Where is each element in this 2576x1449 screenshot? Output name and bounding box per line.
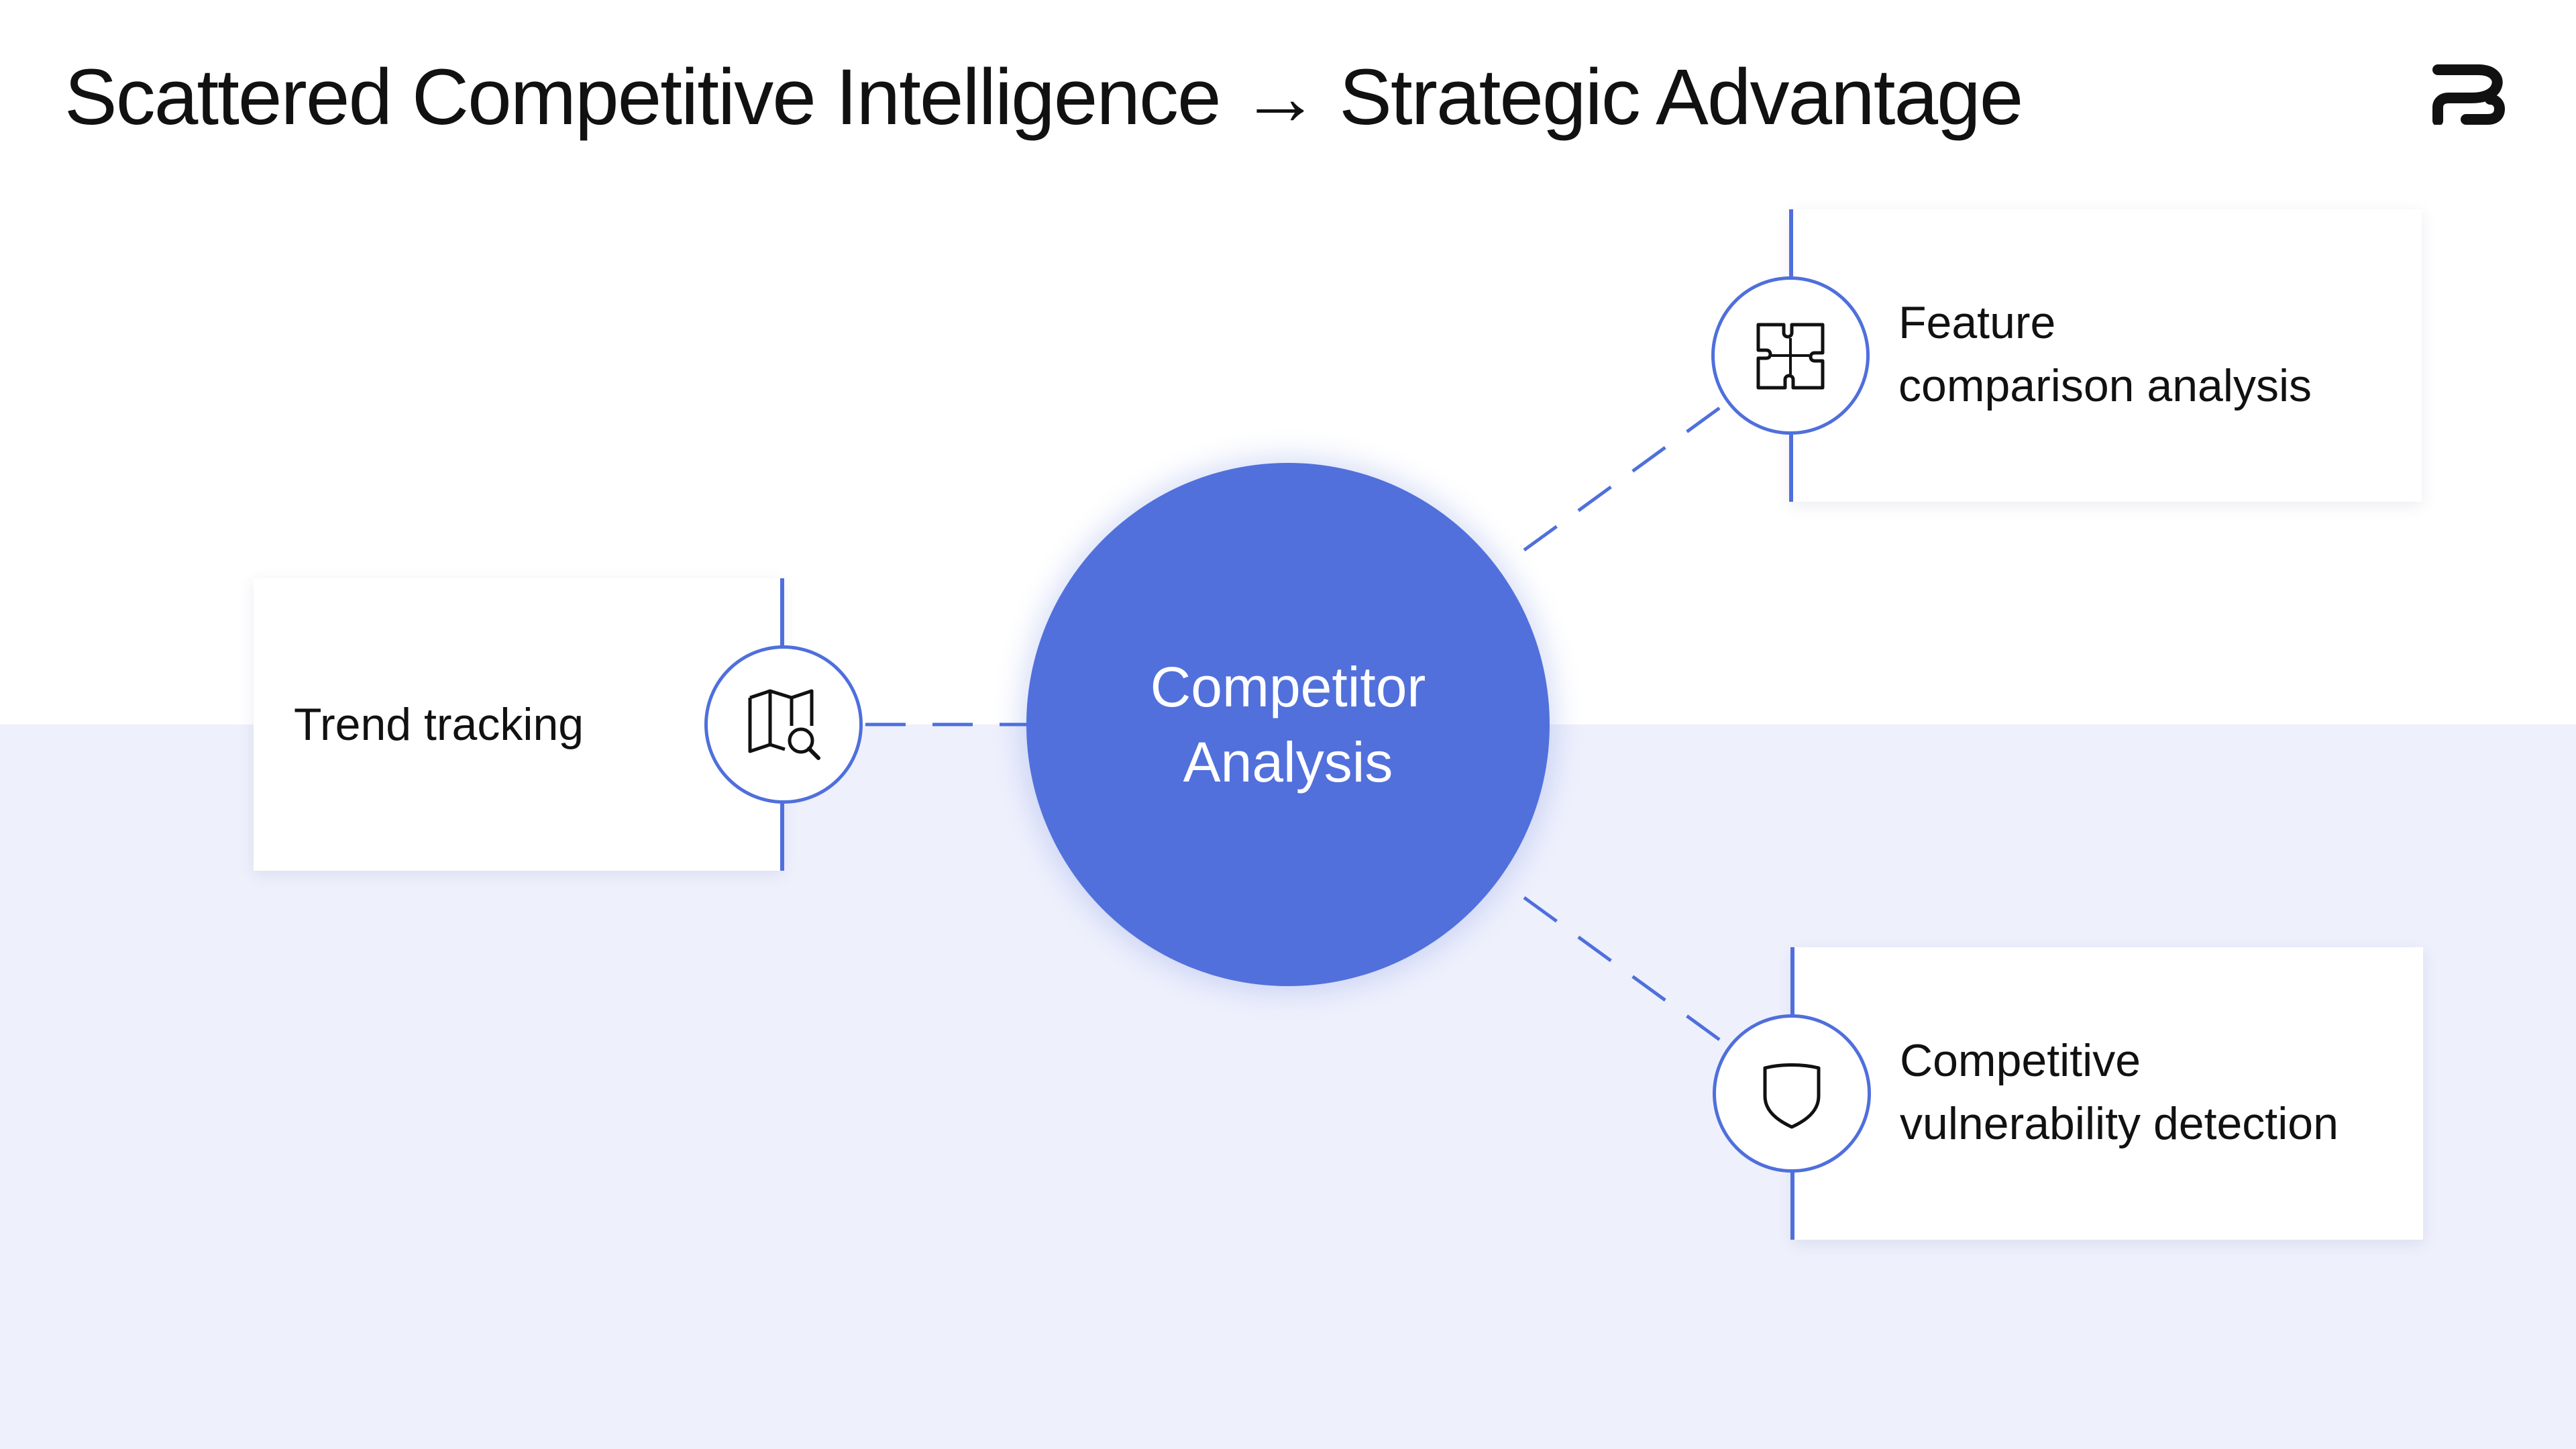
card-vulnerability-detection: Competitive vulnerability detection <box>1792 947 2423 1240</box>
connector-vulnerability <box>1523 896 1732 1050</box>
shield-icon <box>1763 1063 1821 1129</box>
card-feature-comparison: Feature comparison analysis <box>1791 209 2422 502</box>
trend-icon-badge <box>704 645 863 804</box>
card-trend-tracking: Trend tracking <box>254 578 782 871</box>
vulnerability-detection-label: Competitive vulnerability detection <box>1900 1035 2339 1149</box>
puzzle-icon <box>1756 323 1825 390</box>
feature-comparison-label: Feature comparison analysis <box>1898 297 2312 411</box>
feature-icon-badge <box>1711 276 1870 435</box>
map-search-icon <box>748 689 820 760</box>
center-node-label: Competitor Analysis <box>1150 655 1426 794</box>
connector-feature <box>1523 398 1732 552</box>
page-title: Scattered Competitive Intelligence → Str… <box>64 53 2023 142</box>
vulnerability-icon-badge <box>1713 1014 1871 1173</box>
trend-tracking-label: Trend tracking <box>294 699 584 750</box>
brand-logo <box>2428 64 2509 126</box>
center-node: Competitor Analysis <box>1026 463 1550 986</box>
